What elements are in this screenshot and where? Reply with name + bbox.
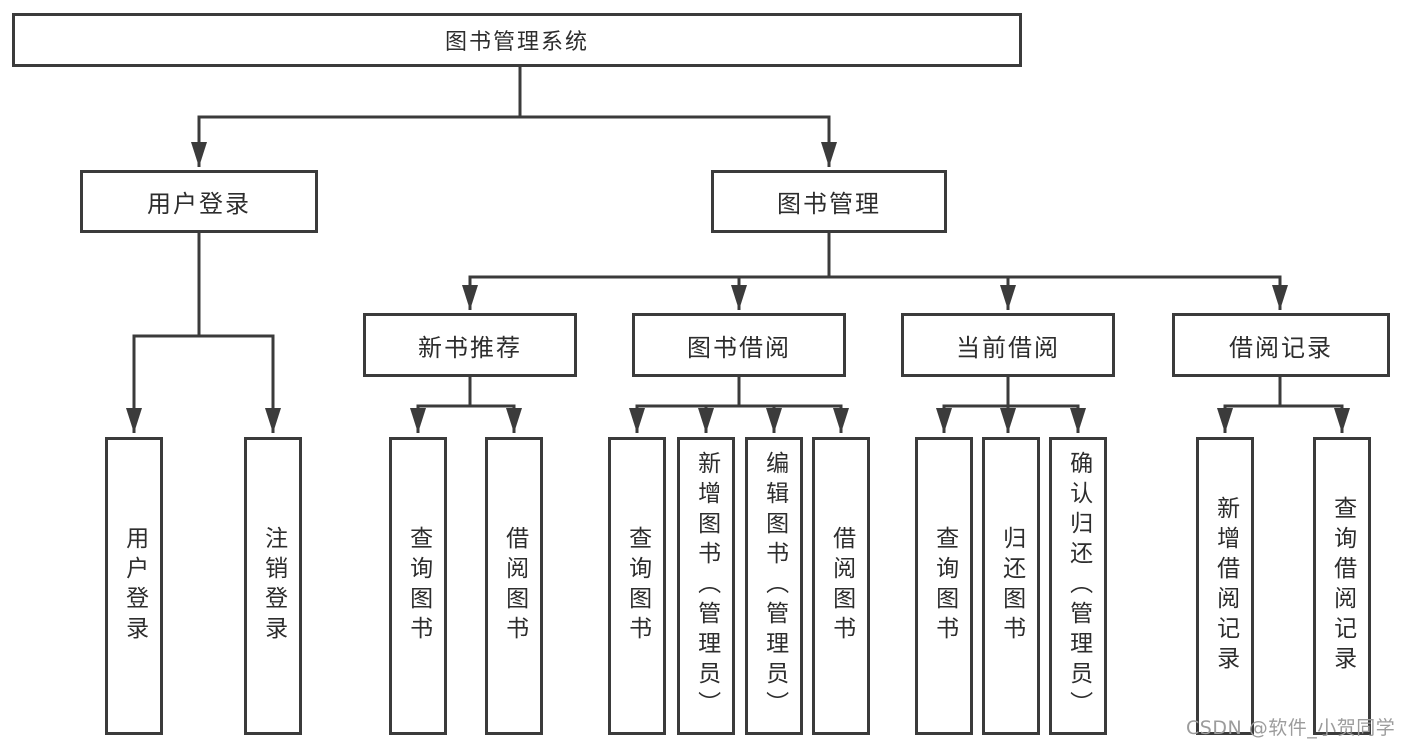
wire-records-to-query	[1278, 377, 1350, 433]
leaf-label-cb-confirm-return: 确认归还（管理员）	[1065, 451, 1092, 721]
node-user-login: 用户登录	[80, 170, 318, 233]
node-library-management-system: 图书管理系统	[12, 13, 1022, 67]
leaf-label-bb-add-books: 新增图书（管理员）	[693, 451, 720, 721]
wire-current-to-query	[936, 377, 1010, 433]
node-leaf-cb-confirm-return: 确认归还（管理员）	[1049, 437, 1107, 735]
watermark-csdn: CSDN @软件_小贺同学	[1186, 717, 1396, 739]
leaf-label-nb-borrow-books: 借阅图书	[501, 526, 528, 646]
wire-bookmgmt-to-current	[827, 233, 1016, 310]
leaf-label-bb-borrow-books: 借阅图书	[828, 526, 855, 646]
node-leaf-bb-query-books: 查询图书	[608, 437, 666, 735]
leaf-label-cb-query-books: 查询图书	[931, 526, 958, 646]
node-leaf-cb-query-books: 查询图书	[915, 437, 973, 735]
node-label-user-login: 用户登录	[147, 190, 251, 218]
node-book-borrowing: 图书借阅	[632, 313, 846, 377]
wire-bookmgmt-to-borrowing	[731, 233, 831, 310]
node-label-root: 图书管理系统	[444, 30, 589, 55]
wire-newbooks-to-borrow	[468, 377, 522, 433]
node-leaf-nb-borrow-books: 借阅图书	[485, 437, 543, 735]
leaf-label-user-login: 用户登录	[121, 526, 148, 646]
leaf-label-bb-edit-books: 编辑图书（管理员）	[761, 451, 788, 721]
wire-records-to-add	[1217, 377, 1282, 433]
node-label-current-borrowing: 当前借阅	[956, 333, 1060, 362]
wire-userlogin-to-leaf-logout	[197, 233, 281, 433]
leaf-label-logout: 注销登录	[260, 526, 287, 646]
wire-current-to-confirm	[1006, 377, 1086, 433]
leaf-label-nb-query-books: 查询图书	[405, 526, 432, 646]
leaf-label-bb-query-books: 查询图书	[624, 526, 651, 646]
node-leaf-nb-query-books: 查询图书	[389, 437, 447, 735]
leaf-label-cb-return-books: 归还图书	[998, 526, 1025, 646]
node-leaf-bb-add-books: 新增图书（管理员）	[677, 437, 735, 735]
node-leaf-logout: 注销登录	[244, 437, 302, 735]
node-label-new-book-recommend: 新书推荐	[418, 333, 522, 362]
node-current-borrowing: 当前借阅	[901, 313, 1115, 377]
wire-bookmgmt-to-records	[827, 233, 1288, 310]
node-label-book-borrowing: 图书借阅	[687, 333, 791, 362]
wire-borrowing-to-add	[698, 377, 741, 433]
node-leaf-br-query-record: 查询借阅记录	[1313, 437, 1371, 735]
node-label-book-management: 图书管理	[777, 190, 881, 218]
node-leaf-br-add-record: 新增借阅记录	[1196, 437, 1254, 735]
wire-bookmgmt-to-newbooks	[462, 233, 831, 310]
leaf-label-br-query-record: 查询借阅记录	[1329, 496, 1356, 676]
wire-newbooks-to-query	[410, 377, 472, 433]
wire-userlogin-to-leaf-login	[126, 233, 201, 433]
wire-borrowing-to-borrow	[737, 377, 849, 433]
node-new-book-recommend: 新书推荐	[363, 313, 577, 377]
node-leaf-user-login: 用户登录	[105, 437, 163, 735]
node-leaf-bb-edit-books: 编辑图书（管理员）	[745, 437, 803, 735]
node-leaf-bb-borrow-books: 借阅图书	[812, 437, 870, 735]
node-book-management: 图书管理	[711, 170, 947, 233]
node-borrowing-records: 借阅记录	[1172, 313, 1390, 377]
wire-root-to-book-management	[518, 67, 837, 167]
leaf-label-br-add-record: 新增借阅记录	[1212, 496, 1239, 676]
node-leaf-cb-return-books: 归还图书	[982, 437, 1040, 735]
node-label-borrowing-records: 借阅记录	[1229, 333, 1333, 362]
wire-root-to-user-login	[191, 67, 522, 167]
